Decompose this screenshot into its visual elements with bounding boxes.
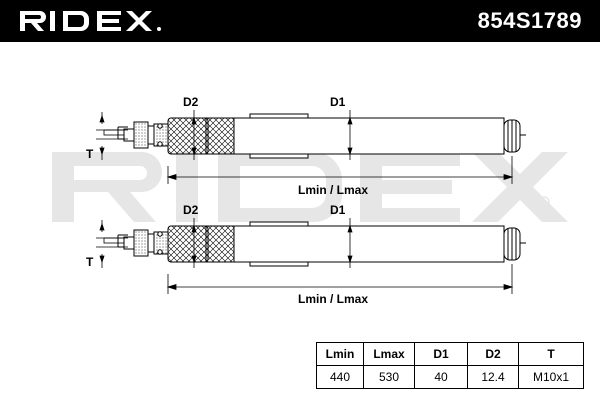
- shock-2-d1-label: D1: [330, 203, 346, 217]
- shock-2-d2-label: D2: [183, 203, 199, 217]
- specs-header-row: Lmin Lmax D1 D2 T: [316, 342, 584, 366]
- specs-header-lmax: Lmax: [363, 342, 415, 366]
- shock-1-d1-label: D1: [330, 95, 346, 109]
- specs-table: Lmin Lmax D1 D2 T 440 530 40 12.4 M10x1: [316, 342, 584, 389]
- specs-value-d1: 40: [414, 365, 468, 389]
- shock-2-dimensions: [96, 218, 514, 294]
- specs-value-row: 440 530 40 12.4 M10x1: [316, 365, 584, 389]
- specs-value-t: M10x1: [518, 365, 584, 389]
- ridex-logo: [20, 11, 161, 31]
- shock-2-length-label: Lmin / Lmax: [298, 292, 368, 306]
- shock-absorber-1: [103, 113, 526, 159]
- specs-value-lmax: 530: [363, 365, 415, 389]
- shock-1-t-label: T: [86, 147, 94, 161]
- shock-1-length-label: Lmin / Lmax: [298, 183, 368, 197]
- specs-value-d2: 12.4: [467, 365, 519, 389]
- header-bar: 854S1789: [0, 0, 600, 42]
- shock-absorber-2: [103, 221, 526, 267]
- part-number: 854S1789: [477, 8, 582, 33]
- watermark-logo: [52, 152, 568, 222]
- shock-2-t-label: T: [86, 255, 94, 269]
- specs-header-d1: D1: [414, 342, 468, 366]
- shock-absorber-drawing: D2 D1 T Lmin / Lmax: [52, 95, 568, 306]
- specs-header-t: T: [518, 342, 584, 366]
- shock-1-dimensions: [96, 110, 514, 184]
- specs-header-lmin: Lmin: [316, 342, 364, 366]
- specs-header-d2: D2: [467, 342, 519, 366]
- shock-1-d2-label: D2: [183, 95, 199, 109]
- specs-value-lmin: 440: [316, 365, 364, 389]
